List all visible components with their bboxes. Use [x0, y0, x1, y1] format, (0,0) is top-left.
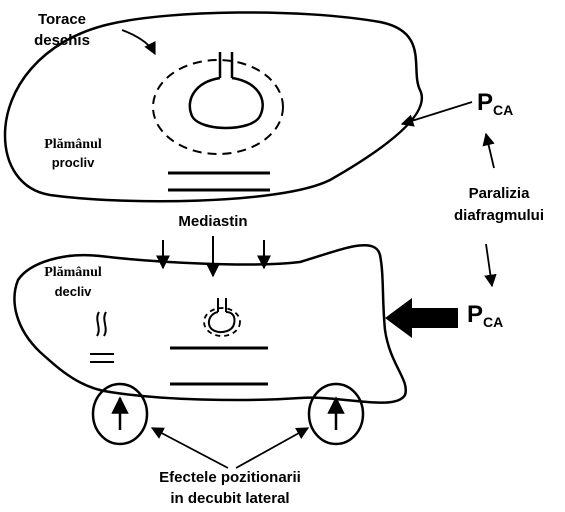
paralysis-label-2: diafragmului — [454, 207, 544, 224]
open-chest-label: Torace — [38, 11, 86, 28]
paralysis-down-arrow — [486, 244, 492, 286]
open-chest-label-2: deschis — [34, 32, 90, 49]
mediastinum-label: Mediastin — [178, 213, 247, 230]
mediastinum-arrows — [163, 236, 264, 276]
upper-heart-structure — [153, 52, 283, 154]
upper-lung-label-2: procliv — [52, 155, 95, 170]
paralysis-label: Paralizia — [469, 185, 531, 202]
lower-lung-label: Plămânul — [44, 265, 102, 280]
effects-label-2: in decubit lateral — [170, 490, 289, 507]
right-support-circle — [309, 384, 363, 444]
pca-upper-main: P — [477, 89, 493, 116]
paralysis-up-arrow — [486, 134, 494, 168]
pca-lower-sub: CA — [483, 314, 503, 330]
pca-lower-label: PCA — [467, 301, 503, 330]
lower-heart-structure — [204, 298, 240, 336]
effects-arrow-left — [152, 428, 228, 468]
pca-upper-arrow — [402, 102, 472, 124]
big-pressure-arrow — [385, 298, 458, 338]
pca-upper-sub: CA — [493, 102, 513, 118]
pca-lower-main: P — [467, 301, 483, 328]
upper-lung-label: Plămânul — [44, 137, 102, 152]
effects-arrow-right — [236, 428, 308, 468]
open-chest-arrow — [122, 30, 155, 54]
pca-upper-label: PCA — [477, 89, 513, 118]
lower-lung-label-2: decliv — [55, 284, 93, 299]
effects-label: Efectele pozitionarii — [159, 469, 301, 486]
lower-bronchus-symbol — [90, 312, 114, 362]
